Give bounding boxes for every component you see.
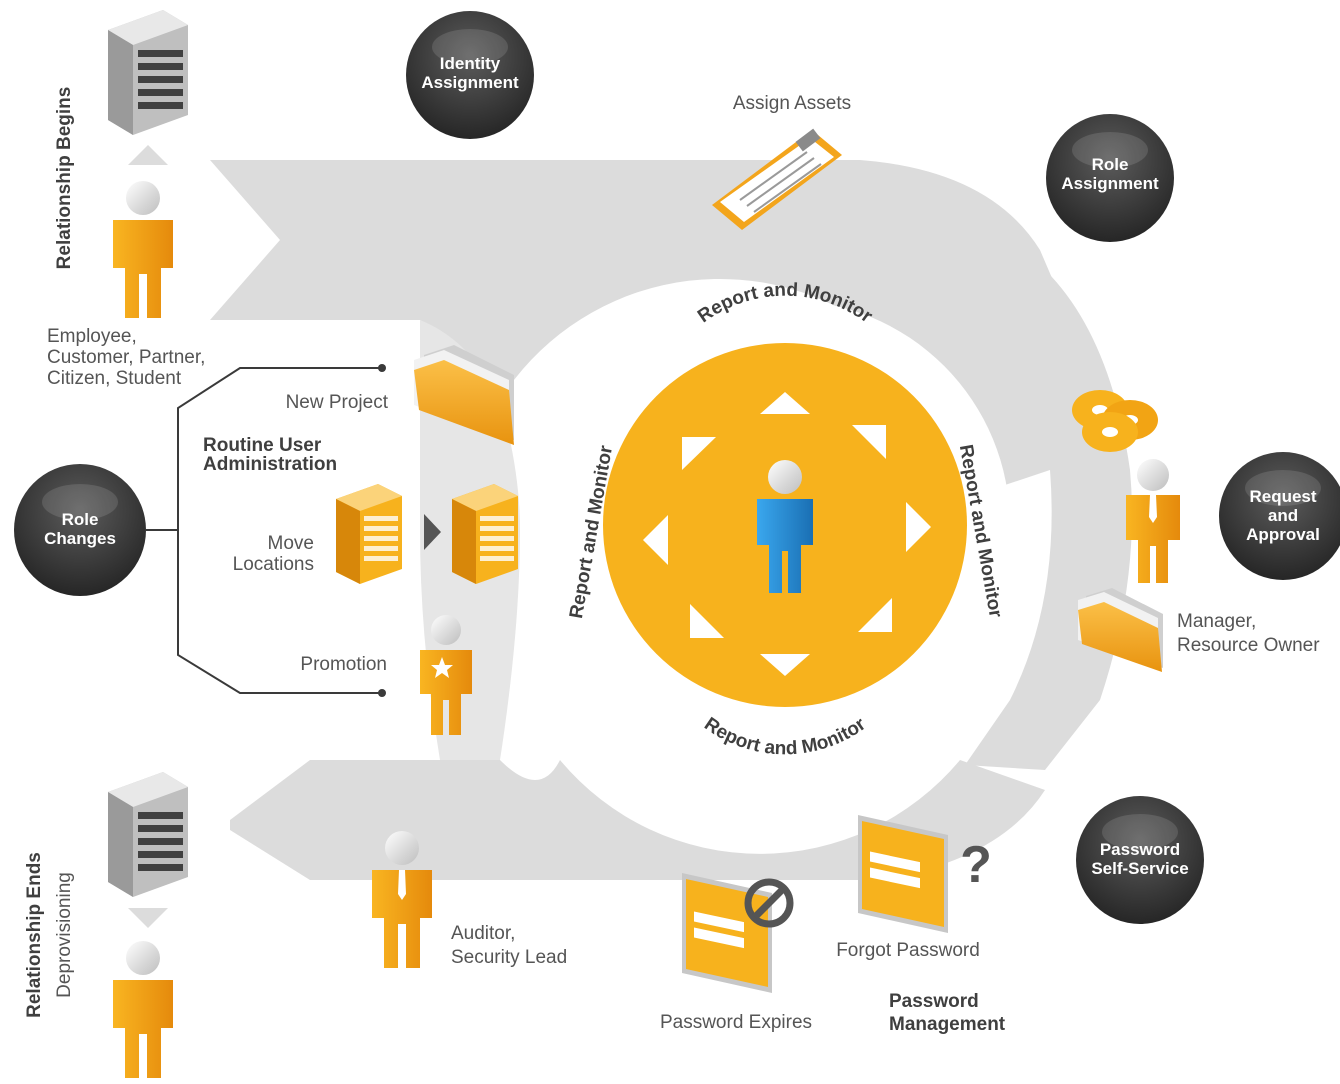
arrow-right: [906, 502, 931, 552]
person-icon: [372, 831, 432, 968]
badge-line-1: Request: [1249, 487, 1316, 506]
hub-arrows: [643, 392, 931, 676]
badge-line-2: Changes: [44, 529, 116, 548]
person-icon: [113, 181, 173, 318]
arrow-up-right: [852, 425, 886, 459]
center-person-icon: [757, 460, 813, 593]
relationship-begins-label: Relationship Begins: [54, 87, 75, 270]
arrow-left: [643, 515, 668, 565]
auditor-label-line-1: Auditor,: [451, 923, 515, 944]
up-arrow-icon: [128, 145, 168, 165]
bracket-end-dot: [378, 364, 386, 372]
forgot-password-label: Forgot Password: [836, 940, 980, 961]
new-project-label: New Project: [286, 392, 389, 413]
auditor-label-line-2: Security Lead: [451, 947, 567, 968]
building-icon: [336, 484, 402, 584]
badge-line-2: Assignment: [1061, 174, 1159, 193]
person-icon: [1126, 459, 1180, 583]
users-label-line-1: Employee,: [47, 326, 137, 347]
arrow-up-left: [682, 437, 716, 470]
building-icon: [108, 10, 188, 135]
badge-line-2: and: [1268, 506, 1298, 525]
question-mark-icon: ?: [960, 836, 992, 894]
cd-stack-icon: [1072, 390, 1158, 452]
bottom-arrow-band: [230, 760, 1045, 880]
badge-role-changes: Role Changes: [14, 464, 146, 596]
no-entry-icon: [744, 878, 794, 928]
folder-icon: [1078, 588, 1163, 672]
badge-role-assignment: Role Assignment: [1046, 114, 1174, 242]
password-expires-label: Password Expires: [660, 1012, 812, 1033]
manager-label-line-1: Manager,: [1177, 611, 1256, 632]
deprovisioning-label: Deprovisioning: [54, 872, 75, 998]
login-screen-icon: [682, 873, 772, 993]
relationship-ends-label: Relationship Ends: [24, 852, 45, 1018]
arrow-down-right: [858, 598, 892, 632]
down-arrow-icon: [128, 908, 168, 928]
badge-line-1: Identity: [440, 54, 501, 73]
move-locations-line-1: Move: [268, 533, 314, 554]
badge-line-1: Role: [1092, 155, 1129, 174]
users-label-line-2: Customer, Partner,: [47, 347, 205, 368]
users-label-line-3: Citizen, Student: [47, 368, 182, 389]
star-icon: [431, 657, 453, 678]
password-management-line-2: Management: [889, 1014, 1006, 1035]
arrow-down-left: [690, 604, 724, 638]
login-screen-icon: [858, 815, 948, 933]
badge-request-approval: Request and Approval: [1219, 452, 1340, 580]
promotion-label: Promotion: [300, 654, 387, 675]
password-management-line-1: Password: [889, 991, 979, 1012]
move-arrow-icon: [424, 514, 441, 550]
routine-admin-line-1: Routine User: [203, 435, 322, 456]
center-hub: Report and Monitor Report and Monitor Re…: [560, 280, 1010, 759]
arrow-down: [760, 654, 810, 676]
building-icon: [452, 484, 518, 584]
top-arrow-band: [210, 160, 1070, 400]
person-icon: [420, 615, 472, 735]
badge-password-self-service: Password Self-Service: [1076, 796, 1204, 924]
badge-line-1: Password: [1100, 840, 1180, 859]
arrow-up: [760, 392, 810, 414]
routine-admin-line-2: Administration: [203, 454, 337, 475]
bracket-end-dot: [378, 689, 386, 697]
role-changes-bracket: [145, 367, 382, 694]
assign-assets-label: Assign Assets: [733, 93, 851, 114]
person-icon: [113, 941, 173, 1078]
badge-line-2: Assignment: [421, 73, 519, 92]
folder-icon: [414, 345, 514, 445]
badge-line-3: Approval: [1246, 525, 1320, 544]
clipboard-icon: [712, 128, 842, 230]
badge-line-1: Role: [62, 510, 99, 529]
badge-line-2: Self-Service: [1091, 859, 1188, 878]
manager-label-line-2: Resource Owner: [1177, 635, 1320, 656]
building-icon: [108, 772, 188, 897]
move-locations-line-2: Locations: [233, 554, 314, 575]
badge-identity-assignment: Identity Assignment: [406, 11, 534, 139]
